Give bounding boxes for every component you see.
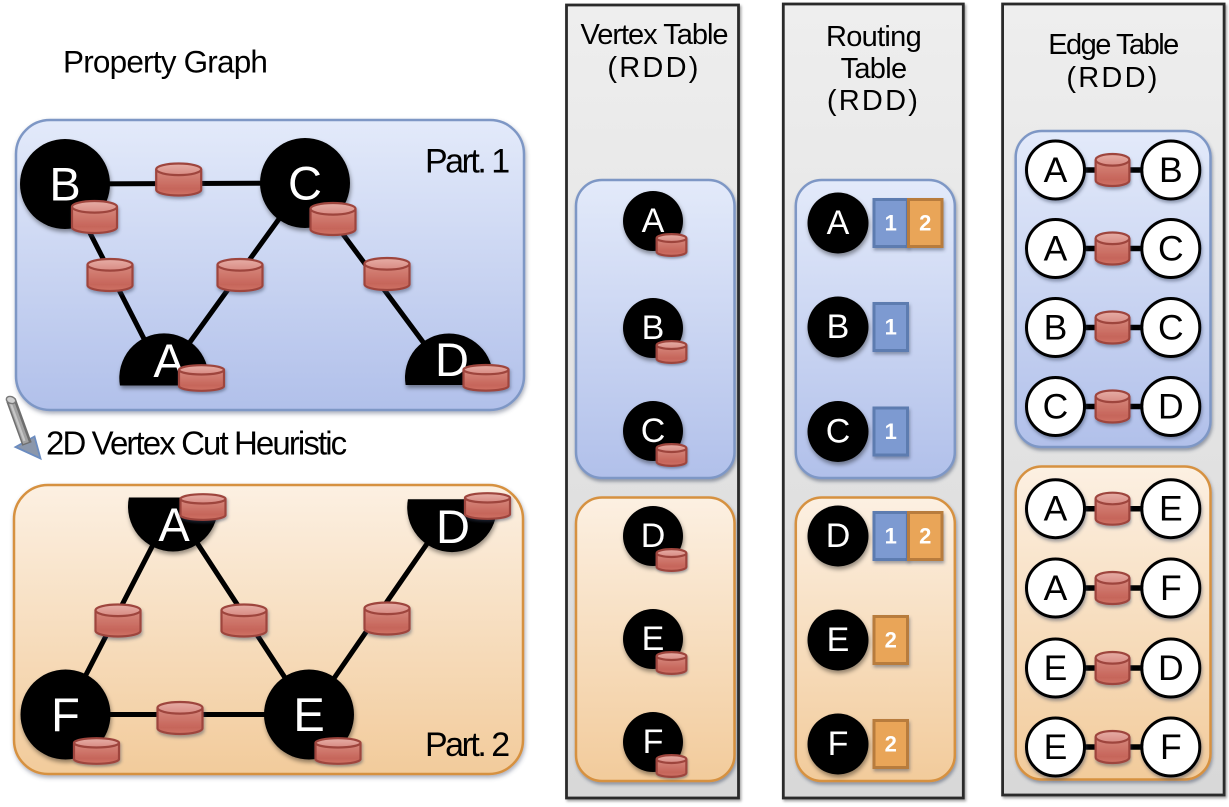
svg-text:E: E	[1044, 648, 1068, 688]
svg-text:Vertex Table: Vertex Table	[580, 19, 727, 51]
svg-text:1: 1	[885, 315, 897, 340]
svg-text:2: 2	[919, 524, 931, 549]
svg-text:2: 2	[919, 211, 931, 236]
svg-text:Edge Table: Edge Table	[1048, 29, 1178, 61]
svg-text:A: A	[1044, 489, 1068, 529]
svg-text:C: C	[641, 412, 666, 450]
svg-text:(RDD): (RDD)	[827, 85, 920, 117]
svg-text:B: B	[1044, 308, 1068, 348]
svg-text:F: F	[1160, 727, 1182, 767]
svg-text:D: D	[1158, 648, 1184, 688]
svg-text:E: E	[293, 688, 324, 741]
svg-text:Routing: Routing	[826, 21, 921, 53]
svg-text:1: 1	[885, 211, 897, 236]
svg-text:D: D	[641, 517, 666, 555]
svg-text:2: 2	[885, 732, 897, 757]
svg-text:C: C	[288, 157, 322, 210]
svg-text:B: B	[49, 158, 80, 211]
svg-text:C: C	[826, 413, 851, 451]
svg-text:2D Vertex Cut Heuristic: 2D Vertex Cut Heuristic	[46, 425, 347, 462]
svg-text:B: B	[642, 309, 665, 347]
svg-text:D: D	[826, 517, 851, 555]
svg-text:C: C	[1158, 229, 1184, 269]
svg-text:Property Graph: Property Graph	[63, 44, 267, 80]
svg-text:E: E	[1044, 727, 1068, 767]
svg-text:D: D	[1158, 387, 1184, 427]
svg-text:1: 1	[885, 419, 897, 444]
svg-text:C: C	[1043, 387, 1069, 427]
svg-text:1: 1	[885, 524, 897, 549]
svg-text:B: B	[827, 308, 850, 346]
svg-text:Part. 1: Part. 1	[425, 143, 509, 181]
svg-text:A: A	[642, 202, 665, 240]
svg-text:E: E	[1159, 489, 1183, 529]
svg-text:F: F	[1160, 568, 1182, 608]
svg-text:A: A	[827, 204, 850, 242]
svg-text:(RDD): (RDD)	[607, 52, 700, 84]
svg-text:(RDD): (RDD)	[1066, 62, 1159, 94]
svg-text:A: A	[1044, 568, 1068, 608]
svg-text:A: A	[1044, 150, 1068, 190]
svg-text:F: F	[51, 688, 80, 741]
svg-text:C: C	[1158, 308, 1184, 348]
svg-text:F: F	[643, 723, 664, 761]
svg-text:2: 2	[885, 628, 897, 653]
svg-text:Part. 2: Part. 2	[425, 726, 509, 764]
svg-text:F: F	[828, 725, 849, 763]
svg-text:E: E	[642, 620, 665, 658]
svg-text:E: E	[827, 621, 850, 659]
svg-text:A: A	[1044, 229, 1068, 269]
svg-text:Table: Table	[841, 53, 907, 85]
svg-text:B: B	[1159, 150, 1183, 190]
